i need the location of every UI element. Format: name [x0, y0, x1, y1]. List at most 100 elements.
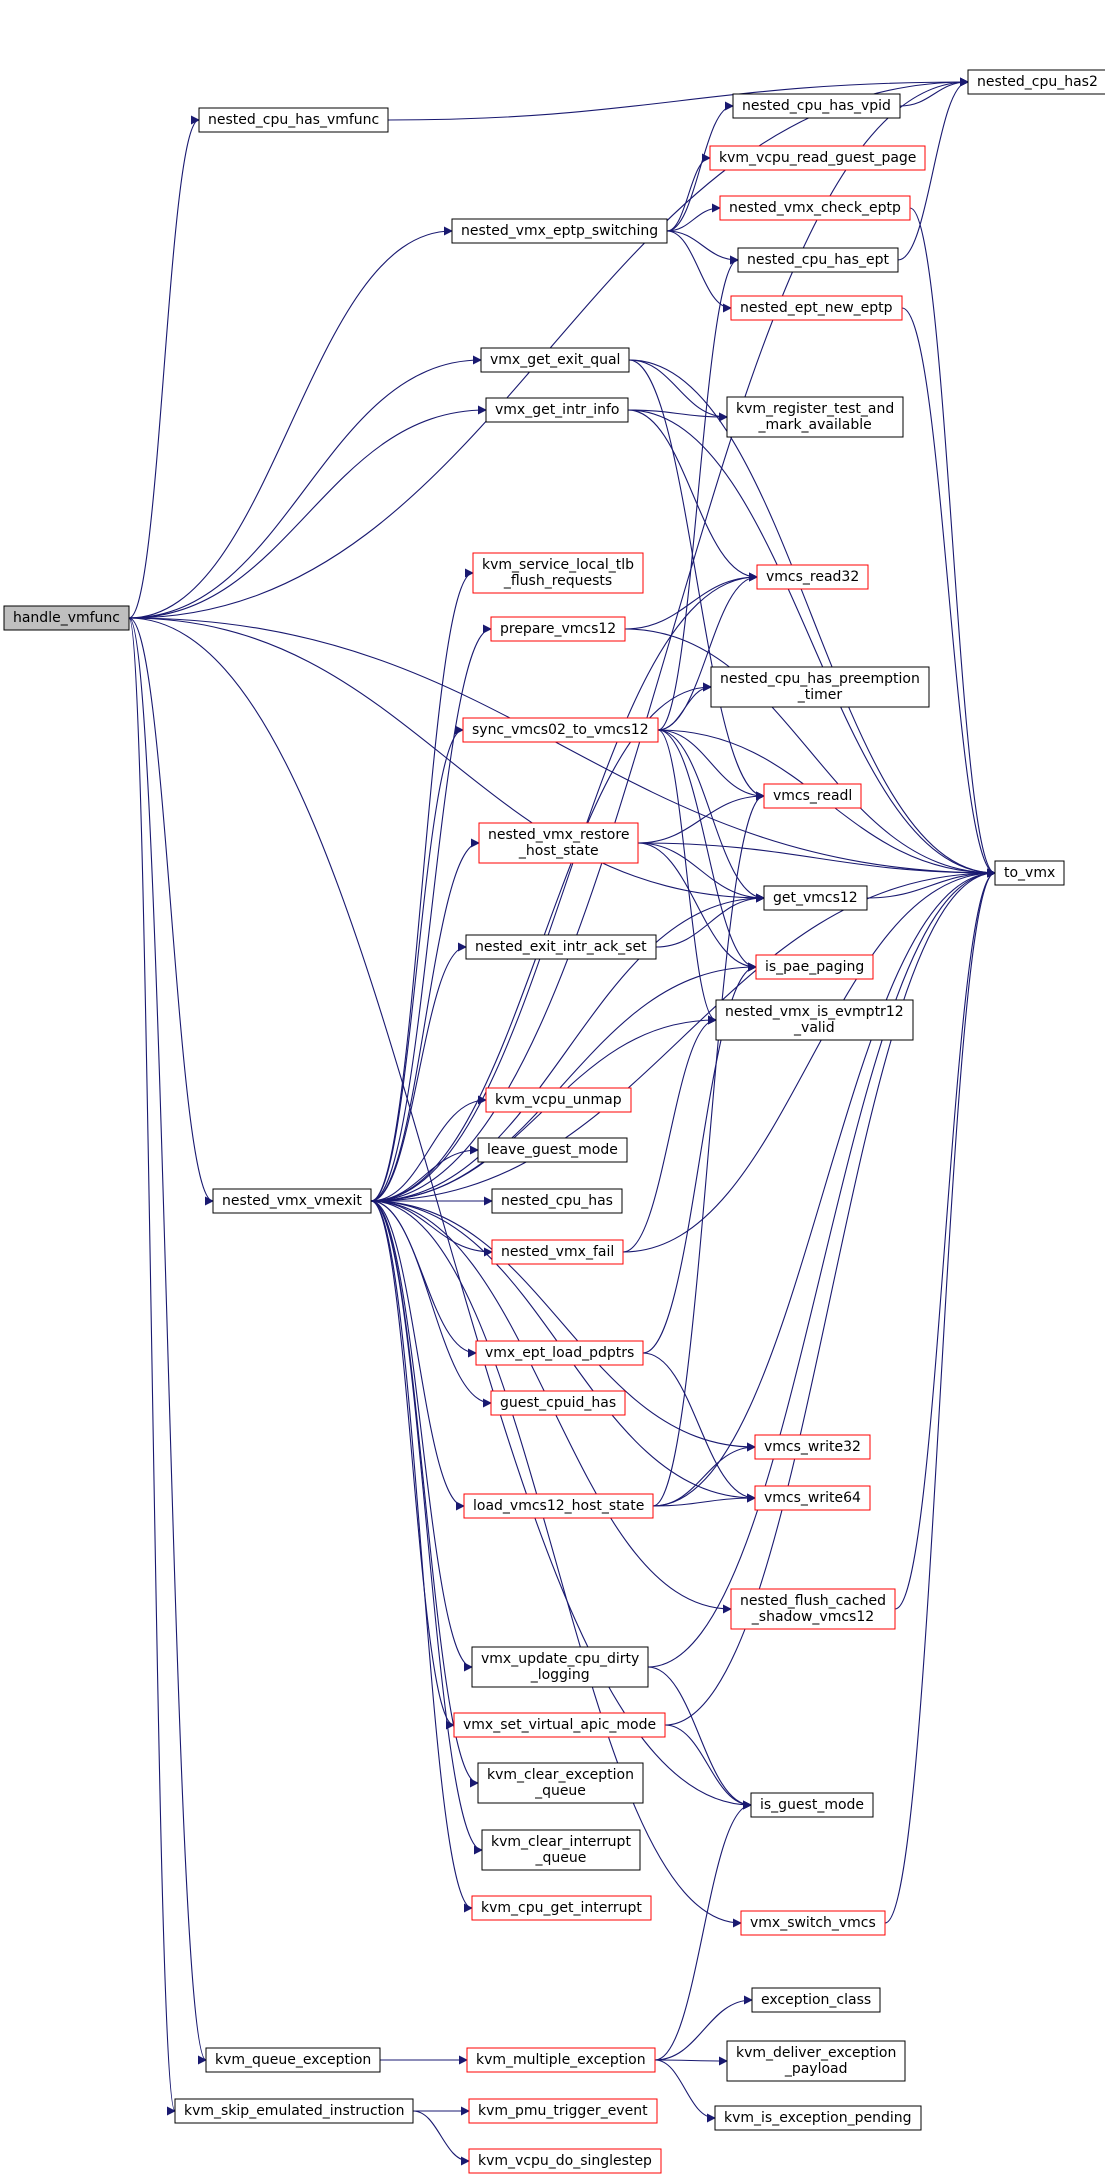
node-box [485, 1087, 632, 1113]
node-box [763, 885, 868, 911]
node-kvm-vcpu-unmap[interactable]: kvm_vcpu_unmap [485, 1087, 632, 1113]
node-label: to_vmx [1004, 865, 1055, 881]
node-label: kvm_is_exception_pending [724, 2110, 912, 2126]
node-label: nested_cpu_has_vpid [742, 98, 891, 114]
edge-nested-vmx-vmexit-to-kvm-cpu-get-interrupt [370, 1200, 473, 1913]
edge-kvm-multiple-exception-to-kvm-deliver-exception-payload [654, 2056, 728, 2066]
edge-vmx-ept-load-pdptrs-to-vmcs-write64 [642, 1352, 756, 1503]
node-vmx-ept-load-pdptrs[interactable]: vmx_ept_load_pdptrs [475, 1340, 644, 1366]
node-kvm-clear-exception-queue[interactable]: kvm_clear_exception_queue [477, 1762, 644, 1804]
node-kvm-cpu-get-interrupt[interactable]: kvm_cpu_get_interrupt [471, 1895, 652, 1921]
node-vmx-set-virtual-apic-mode[interactable]: vmx_set_virtual_apic_mode [453, 1712, 666, 1738]
edge-nested-vmx-vmexit-to-to-vmx [370, 868, 996, 1202]
node-load-vmcs12-host-state[interactable]: load_vmcs12_host_state [463, 1493, 654, 1519]
node-nested-vmx-vmexit[interactable]: nested_vmx_vmexit [212, 1188, 372, 1214]
node-label: vmcs_read32 [766, 569, 859, 585]
node-vmcs-write64[interactable]: vmcs_write64 [754, 1485, 871, 1511]
node-vmx-update-cpu-dirty-logging[interactable]: vmx_update_cpu_dirty_logging [471, 1646, 649, 1688]
node-prepare-vmcs12[interactable]: prepare_vmcs12 [490, 616, 626, 642]
node-vmcs-read32[interactable]: vmcs_read32 [756, 564, 869, 590]
node-nested-ept-new-eptp[interactable]: nested_ept_new_eptp [730, 295, 903, 321]
node-label: vmcs_write32 [764, 1439, 861, 1455]
node-kvm-vcpu-do-singlestep[interactable]: kvm_vcpu_do_singlestep [468, 2148, 662, 2174]
node-label: vmcs_write64 [764, 1490, 861, 1506]
node-label: nested_cpu_has_vmfunc [208, 112, 379, 128]
node-label: vmx_set_virtual_apic_mode [463, 1717, 656, 1733]
node-box [994, 860, 1065, 886]
edge-kvm-multiple-exception-to-exception-class [654, 1995, 753, 2061]
node-is-guest-mode[interactable]: is_guest_mode [750, 1792, 874, 1818]
node-to-vmx[interactable]: to_vmx [994, 860, 1065, 886]
node-vmx-get-intr-info[interactable]: vmx_get_intr_info [485, 397, 629, 423]
node-box [465, 934, 657, 960]
node-kvm-pmu-trigger-event[interactable]: kvm_pmu_trigger_event [468, 2098, 658, 2124]
edge-nested-vmx-vmexit-to-vmx-set-virtual-apic-mode [370, 1200, 455, 1730]
node-label: vmx_switch_vmcs [750, 1915, 876, 1931]
edge-kvm-skip-emulated-instruction-to-kvm-vcpu-do-singlestep [412, 2110, 470, 2166]
edge-vmx-get-intr-info-to-to-vmx [627, 409, 996, 878]
node-nested-cpu-has[interactable]: nested_cpu_has [491, 1188, 623, 1214]
node-label: vmx_get_intr_info [495, 402, 619, 418]
node-is-pae-paging[interactable]: is_pae_paging [755, 954, 874, 980]
node-kvm-is-exception-pending[interactable]: kvm_is_exception_pending [714, 2105, 922, 2131]
edge-nested-vmx-restore-host-state-to-to-vmx [637, 842, 996, 878]
node-label: kvm_register_test_and [736, 401, 894, 417]
edge-handle-vmfunc-to-kvm-skip-emulated-instruction [128, 617, 176, 2115]
node-kvm-vcpu-read-guest-page[interactable]: kvm_vcpu_read_guest_page [709, 145, 926, 171]
node-label: _queue [535, 1850, 587, 1866]
edge-nested-vmx-vmexit-to-kvm-clear-interrupt-queue [370, 1200, 483, 1855]
edge-nested-exit-intr-ack-set-to-get-vmcs12 [655, 893, 765, 948]
edge-nested-vmx-restore-host-state-to-vmcs-readl [637, 791, 765, 844]
node-nested-exit-intr-ack-set[interactable]: nested_exit_intr_ack_set [465, 934, 657, 960]
node-box [714, 2105, 922, 2131]
node-box [751, 1987, 881, 2013]
node-box [754, 1434, 871, 1460]
node-label: nested_vmx_fail [501, 1244, 614, 1260]
node-nested-cpu-has-preemption-timer[interactable]: nested_cpu_has_preemption_timer [710, 666, 930, 708]
node-nested-vmx-check-eptp[interactable]: nested_vmx_check_eptp [719, 195, 911, 221]
node-exception-class[interactable]: exception_class [751, 1987, 881, 2013]
node-kvm-register-test-and-mark-available[interactable]: kvm_register_test_and_mark_available [726, 396, 904, 438]
node-box [472, 552, 644, 594]
node-guest-cpuid-has[interactable]: guest_cpuid_has [490, 1390, 626, 1416]
edge-nested-cpu-has-ept-to-nested-cpu-has2 [897, 77, 969, 261]
node-vmcs-write32[interactable]: vmcs_write32 [754, 1434, 871, 1460]
edge-nested-vmx-vmexit-to-kvm-vcpu-unmap [370, 1095, 487, 1202]
node-nested-cpu-has-vpid[interactable]: nested_cpu_has_vpid [732, 93, 901, 119]
edge-load-vmcs12-host-state-to-to-vmx [652, 868, 996, 1507]
node-label: vmx_ept_load_pdptrs [485, 1345, 634, 1361]
node-vmx-get-exit-qual[interactable]: vmx_get_exit_qual [480, 347, 630, 373]
node-nested-flush-cached-shadow-vmcs12[interactable]: nested_flush_cached_shadow_vmcs12 [730, 1588, 896, 1630]
nodes-layer: handle_vmfuncnested_cpu_has_vmfuncnested… [3, 69, 1105, 2174]
node-kvm-service-local-tlb-flush-requests[interactable]: kvm_service_local_tlb_flush_requests [472, 552, 644, 594]
node-label: _valid [793, 1020, 835, 1036]
node-box [451, 218, 668, 244]
edge-prepare-vmcs12-to-vmcs-read32 [624, 572, 758, 630]
node-box [763, 783, 862, 809]
node-get-vmcs12[interactable]: get_vmcs12 [763, 885, 868, 911]
node-sync-vmcs02-to-vmcs12[interactable]: sync_vmcs02_to_vmcs12 [462, 717, 659, 743]
node-vmcs-readl[interactable]: vmcs_readl [763, 783, 862, 809]
node-nested-vmx-restore-host-state[interactable]: nested_vmx_restore_host_state [478, 822, 639, 864]
node-nested-cpu-has2[interactable]: nested_cpu_has2 [967, 69, 1105, 95]
edge-nested-vmx-vmexit-to-vmx-switch-vmcs [370, 1200, 742, 1928]
node-kvm-clear-interrupt-queue[interactable]: kvm_clear_interrupt_queue [481, 1829, 641, 1871]
node-nested-vmx-is-evmptr12-valid[interactable]: nested_vmx_is_evmptr12_valid [715, 999, 914, 1041]
node-box [710, 666, 930, 708]
node-nested-cpu-has-vmfunc[interactable]: nested_cpu_has_vmfunc [198, 107, 389, 133]
node-box [475, 1340, 644, 1366]
node-leave-guest-mode[interactable]: leave_guest_mode [477, 1137, 628, 1163]
node-handle-vmfunc[interactable]: handle_vmfunc [3, 605, 130, 631]
node-vmx-switch-vmcs[interactable]: vmx_switch_vmcs [740, 1910, 886, 1936]
node-kvm-queue-exception[interactable]: kvm_queue_exception [205, 2047, 381, 2073]
node-kvm-skip-emulated-instruction[interactable]: kvm_skip_emulated_instruction [174, 2098, 414, 2124]
node-label: exception_class [761, 1992, 871, 2008]
node-kvm-multiple-exception[interactable]: kvm_multiple_exception [466, 2047, 656, 2073]
edge-nested-vmx-eptp-switching-to-nested-cpu-has-ept [666, 230, 739, 265]
node-kvm-deliver-exception-payload[interactable]: kvm_deliver_exception_payload [726, 2040, 906, 2082]
node-nested-vmx-fail[interactable]: nested_vmx_fail [491, 1239, 624, 1265]
node-label: kvm_service_local_tlb [482, 557, 634, 573]
node-label: _host_state [518, 843, 599, 859]
node-nested-cpu-has-ept[interactable]: nested_cpu_has_ept [737, 247, 899, 273]
node-nested-vmx-eptp-switching[interactable]: nested_vmx_eptp_switching [451, 218, 668, 244]
